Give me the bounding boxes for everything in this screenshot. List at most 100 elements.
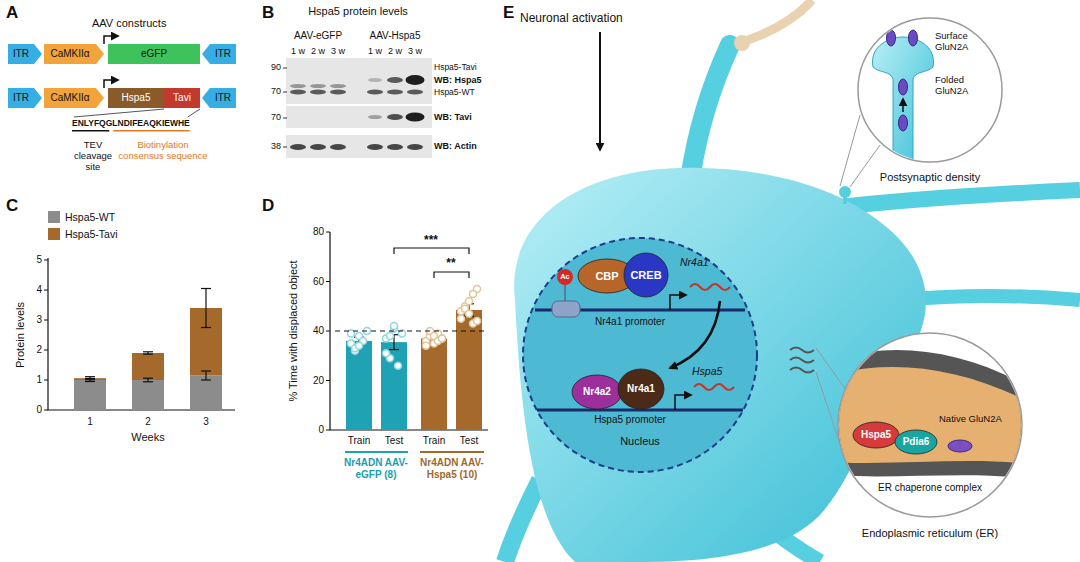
er-lumen xyxy=(830,367,1035,465)
error-cap xyxy=(85,381,95,382)
translation-arrow xyxy=(670,301,720,368)
transcript-label: Hspa5 xyxy=(692,365,722,377)
lane-label: 1 w xyxy=(291,46,305,56)
receptor xyxy=(899,115,908,131)
arrow-element xyxy=(202,44,236,64)
panel-letter: E xyxy=(503,3,514,23)
data-point xyxy=(470,290,477,297)
blot-band xyxy=(368,78,382,82)
promoter-arrow xyxy=(104,80,118,88)
error-cap xyxy=(143,381,153,382)
acetyl-mark xyxy=(557,269,573,285)
tick-label: 20 xyxy=(313,375,324,387)
significance-bracket xyxy=(394,248,469,254)
error-cap xyxy=(201,288,211,289)
box-element xyxy=(108,88,164,108)
blot-band xyxy=(406,75,425,85)
mw-marker: 70 xyxy=(271,112,281,122)
itr-element: ITR xyxy=(202,88,236,108)
data-point xyxy=(356,342,363,349)
lane-label: 3 w xyxy=(408,46,422,56)
blot-membrane xyxy=(286,106,432,128)
blot-band xyxy=(330,84,346,88)
zoom-leader xyxy=(74,109,164,117)
protein-shape xyxy=(853,422,899,448)
protein-blob: CREB xyxy=(624,253,668,297)
data-point xyxy=(458,315,465,322)
node-label: ITR xyxy=(215,48,231,60)
zoom-outline xyxy=(858,18,1002,162)
data-point xyxy=(474,318,481,325)
blot-band xyxy=(310,84,326,88)
tick-label: Train xyxy=(423,435,445,447)
node-label: Pdia6 xyxy=(903,436,930,448)
blot-band xyxy=(407,90,423,95)
bar-wt xyxy=(74,380,106,410)
blot-band xyxy=(330,90,346,95)
promoter-element: CaMKIIα xyxy=(44,44,104,64)
callout-label: Native GluN2A xyxy=(939,414,1011,425)
node-label: CREB xyxy=(630,269,661,282)
blot-label: WB: Tavi xyxy=(434,112,472,122)
panel-title: Hspa5 protein levels xyxy=(308,5,408,18)
legend-swatch xyxy=(48,211,60,223)
bar xyxy=(346,341,372,430)
presynaptic-bouton xyxy=(734,35,750,51)
blot-band xyxy=(387,90,403,95)
tick-label: 1 xyxy=(87,416,93,428)
legend-label: Hspa5-Tavi xyxy=(65,228,118,240)
tick-label: 60 xyxy=(313,276,324,288)
zoom-leader xyxy=(850,145,880,187)
axis-tick xyxy=(44,260,48,261)
promoter-arrow xyxy=(104,36,118,44)
group-line xyxy=(420,451,484,453)
tick-label: 40 xyxy=(313,325,324,337)
tick-label: 80 xyxy=(313,226,324,238)
zoom-title: Endoplasmic reticulum (ER) xyxy=(820,527,1040,540)
group-line xyxy=(345,451,408,453)
blot-band xyxy=(310,144,326,150)
error-cap xyxy=(143,351,153,352)
axis-tick xyxy=(44,290,48,291)
node-label: Nr4a2 xyxy=(583,386,611,398)
spine-head xyxy=(839,186,851,198)
axis-tick xyxy=(326,281,330,282)
data-point xyxy=(391,323,398,330)
blot-membrane xyxy=(286,58,432,104)
tick-label: 2 xyxy=(145,416,151,428)
node-label: ITR xyxy=(215,92,231,104)
tick-label: 3 xyxy=(36,314,42,326)
error-cap xyxy=(201,379,211,380)
bar-tavi xyxy=(132,353,164,380)
data-point xyxy=(439,335,446,342)
section-title: AAV constructs xyxy=(92,17,166,30)
gene-box: eGFP xyxy=(108,44,200,64)
axis-title: Weeks xyxy=(131,431,164,444)
tick-label: 3 xyxy=(203,416,209,428)
significance-mark: ** xyxy=(446,257,455,271)
histone xyxy=(552,301,580,317)
protein-blob: Nr4a1 xyxy=(618,369,664,409)
promoter-label: Nr4a1 promoter xyxy=(595,316,665,328)
legend-swatch xyxy=(48,228,60,240)
blot-membrane xyxy=(286,135,432,158)
panel-letter: C xyxy=(6,196,18,216)
zoom-title: Postsynaptic density xyxy=(845,171,1015,184)
blot-band xyxy=(330,144,346,150)
sequence-bracket xyxy=(113,130,190,132)
transcript-label: Nr4a1 xyxy=(680,256,709,268)
arrow-element xyxy=(202,88,236,108)
dendrite xyxy=(900,296,1080,300)
receptor xyxy=(899,79,908,95)
protein-shape xyxy=(572,375,622,409)
error-cap xyxy=(201,327,211,328)
bar xyxy=(421,338,447,430)
itr-element: ITR xyxy=(8,88,42,108)
error-bar xyxy=(205,371,206,380)
axis-tick xyxy=(44,350,48,351)
band-label: Hspa5-WT xyxy=(434,88,475,98)
tick-label: 2 xyxy=(36,344,42,356)
protein-blob: Hspa5 xyxy=(853,422,899,448)
arrow-element xyxy=(44,88,104,108)
